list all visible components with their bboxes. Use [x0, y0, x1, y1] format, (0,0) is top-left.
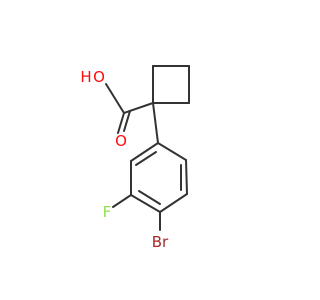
- atom-label-br: Br: [152, 233, 169, 251]
- bond-aryl-2: [185, 159, 188, 195]
- bond-aryl-f: [112, 194, 132, 208]
- bond-aryl-4: [130, 194, 161, 213]
- atom-label-o-hydroxyl: O: [93, 68, 105, 86]
- bond-ring-to-aryl: [152, 102, 159, 144]
- atom-label-f: F: [103, 203, 112, 221]
- atom-label-h: H: [80, 68, 91, 86]
- bond-c-o-double-1: [117, 112, 125, 134]
- bond-aryl-3: [159, 193, 188, 213]
- bond-aryl-inner-2: [135, 151, 157, 166]
- chemical-structure-diagram: H O O F Br: [80, 65, 190, 251]
- bond-c-carboxyl: [123, 102, 154, 114]
- atom-label-o-carbonyl: O: [115, 132, 127, 150]
- bond-aryl-1: [157, 142, 187, 161]
- bond-c-oh: [105, 83, 125, 114]
- bond-aryl-6: [130, 142, 159, 162]
- bond-aryl-inner-3: [138, 190, 161, 205]
- bond-c-o-double-2: [123, 110, 131, 132]
